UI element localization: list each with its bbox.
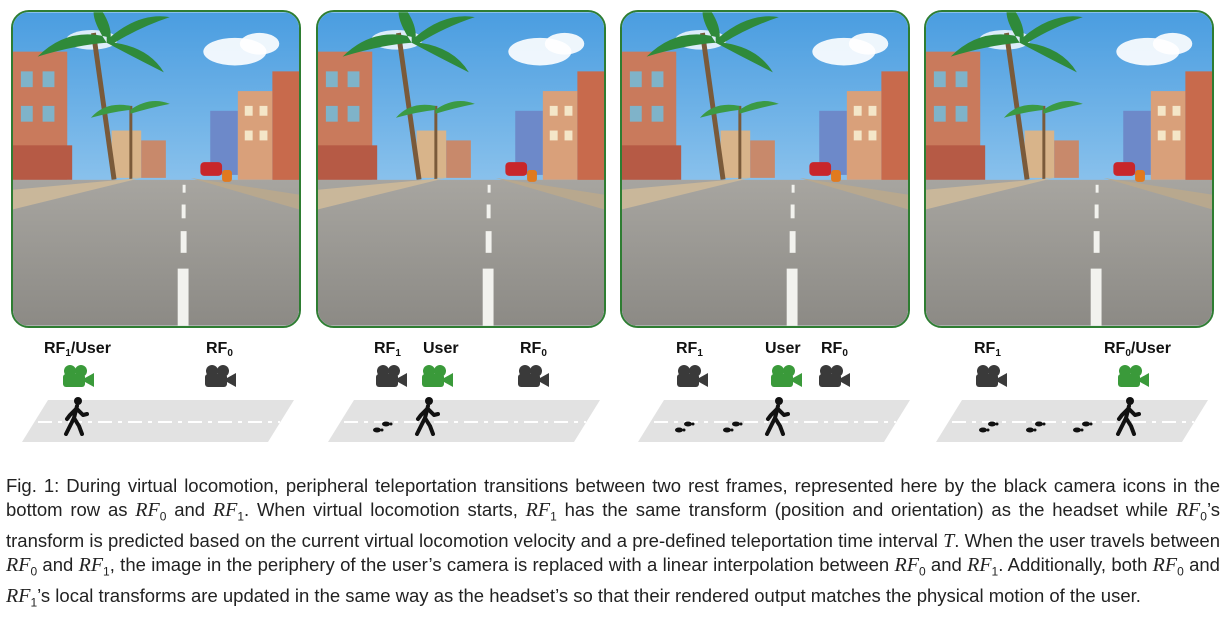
road-strip — [18, 398, 298, 444]
camera-icon — [974, 364, 1008, 388]
label-rf1: RF1 — [974, 340, 1001, 359]
panel-2: RF1 User RF0 — [306, 0, 612, 460]
footprints-icon — [1072, 420, 1094, 434]
walking-person-icon — [414, 396, 440, 436]
panel-4: RF1 RF0/User — [918, 0, 1224, 460]
walking-person-icon — [1115, 396, 1141, 436]
camera-icon — [516, 364, 550, 388]
label-user: User — [765, 340, 801, 357]
camera-icon — [1116, 364, 1150, 388]
camera-icon — [420, 364, 454, 388]
frame-image-2 — [316, 10, 606, 328]
camera-icon — [61, 364, 95, 388]
frame-image-4 — [924, 10, 1214, 328]
label-rf0: RF0 — [520, 340, 547, 359]
footprints-icon — [722, 420, 744, 434]
frame-image-1 — [11, 10, 301, 328]
footprints-icon — [1025, 420, 1047, 434]
label-rf0: RF0 — [206, 340, 233, 359]
footprints-icon — [978, 420, 1000, 434]
camera-icon — [203, 364, 237, 388]
frame-image-3 — [620, 10, 910, 328]
label-rf1: RF1 — [374, 340, 401, 359]
footprints-icon — [674, 420, 696, 434]
panel-3: RF1 User RF0 — [612, 0, 918, 460]
road-strip — [324, 398, 604, 444]
label-rf1-user: RF1/User — [44, 340, 111, 359]
walking-person-icon — [764, 396, 790, 436]
camera-icon — [675, 364, 709, 388]
camera-icon — [817, 364, 851, 388]
label-user: User — [423, 340, 459, 357]
camera-icon — [374, 364, 408, 388]
label-rf1: RF1 — [676, 340, 703, 359]
panel-1: RF1/User RF0 — [0, 0, 306, 460]
footprints-icon — [372, 420, 394, 434]
camera-icon — [769, 364, 803, 388]
label-rf0-user: RF0/User — [1104, 340, 1171, 359]
figure-caption: Fig. 1: During virtual locomotion, perip… — [6, 475, 1220, 611]
label-rf0: RF0 — [821, 340, 848, 359]
walking-person-icon — [63, 396, 89, 436]
